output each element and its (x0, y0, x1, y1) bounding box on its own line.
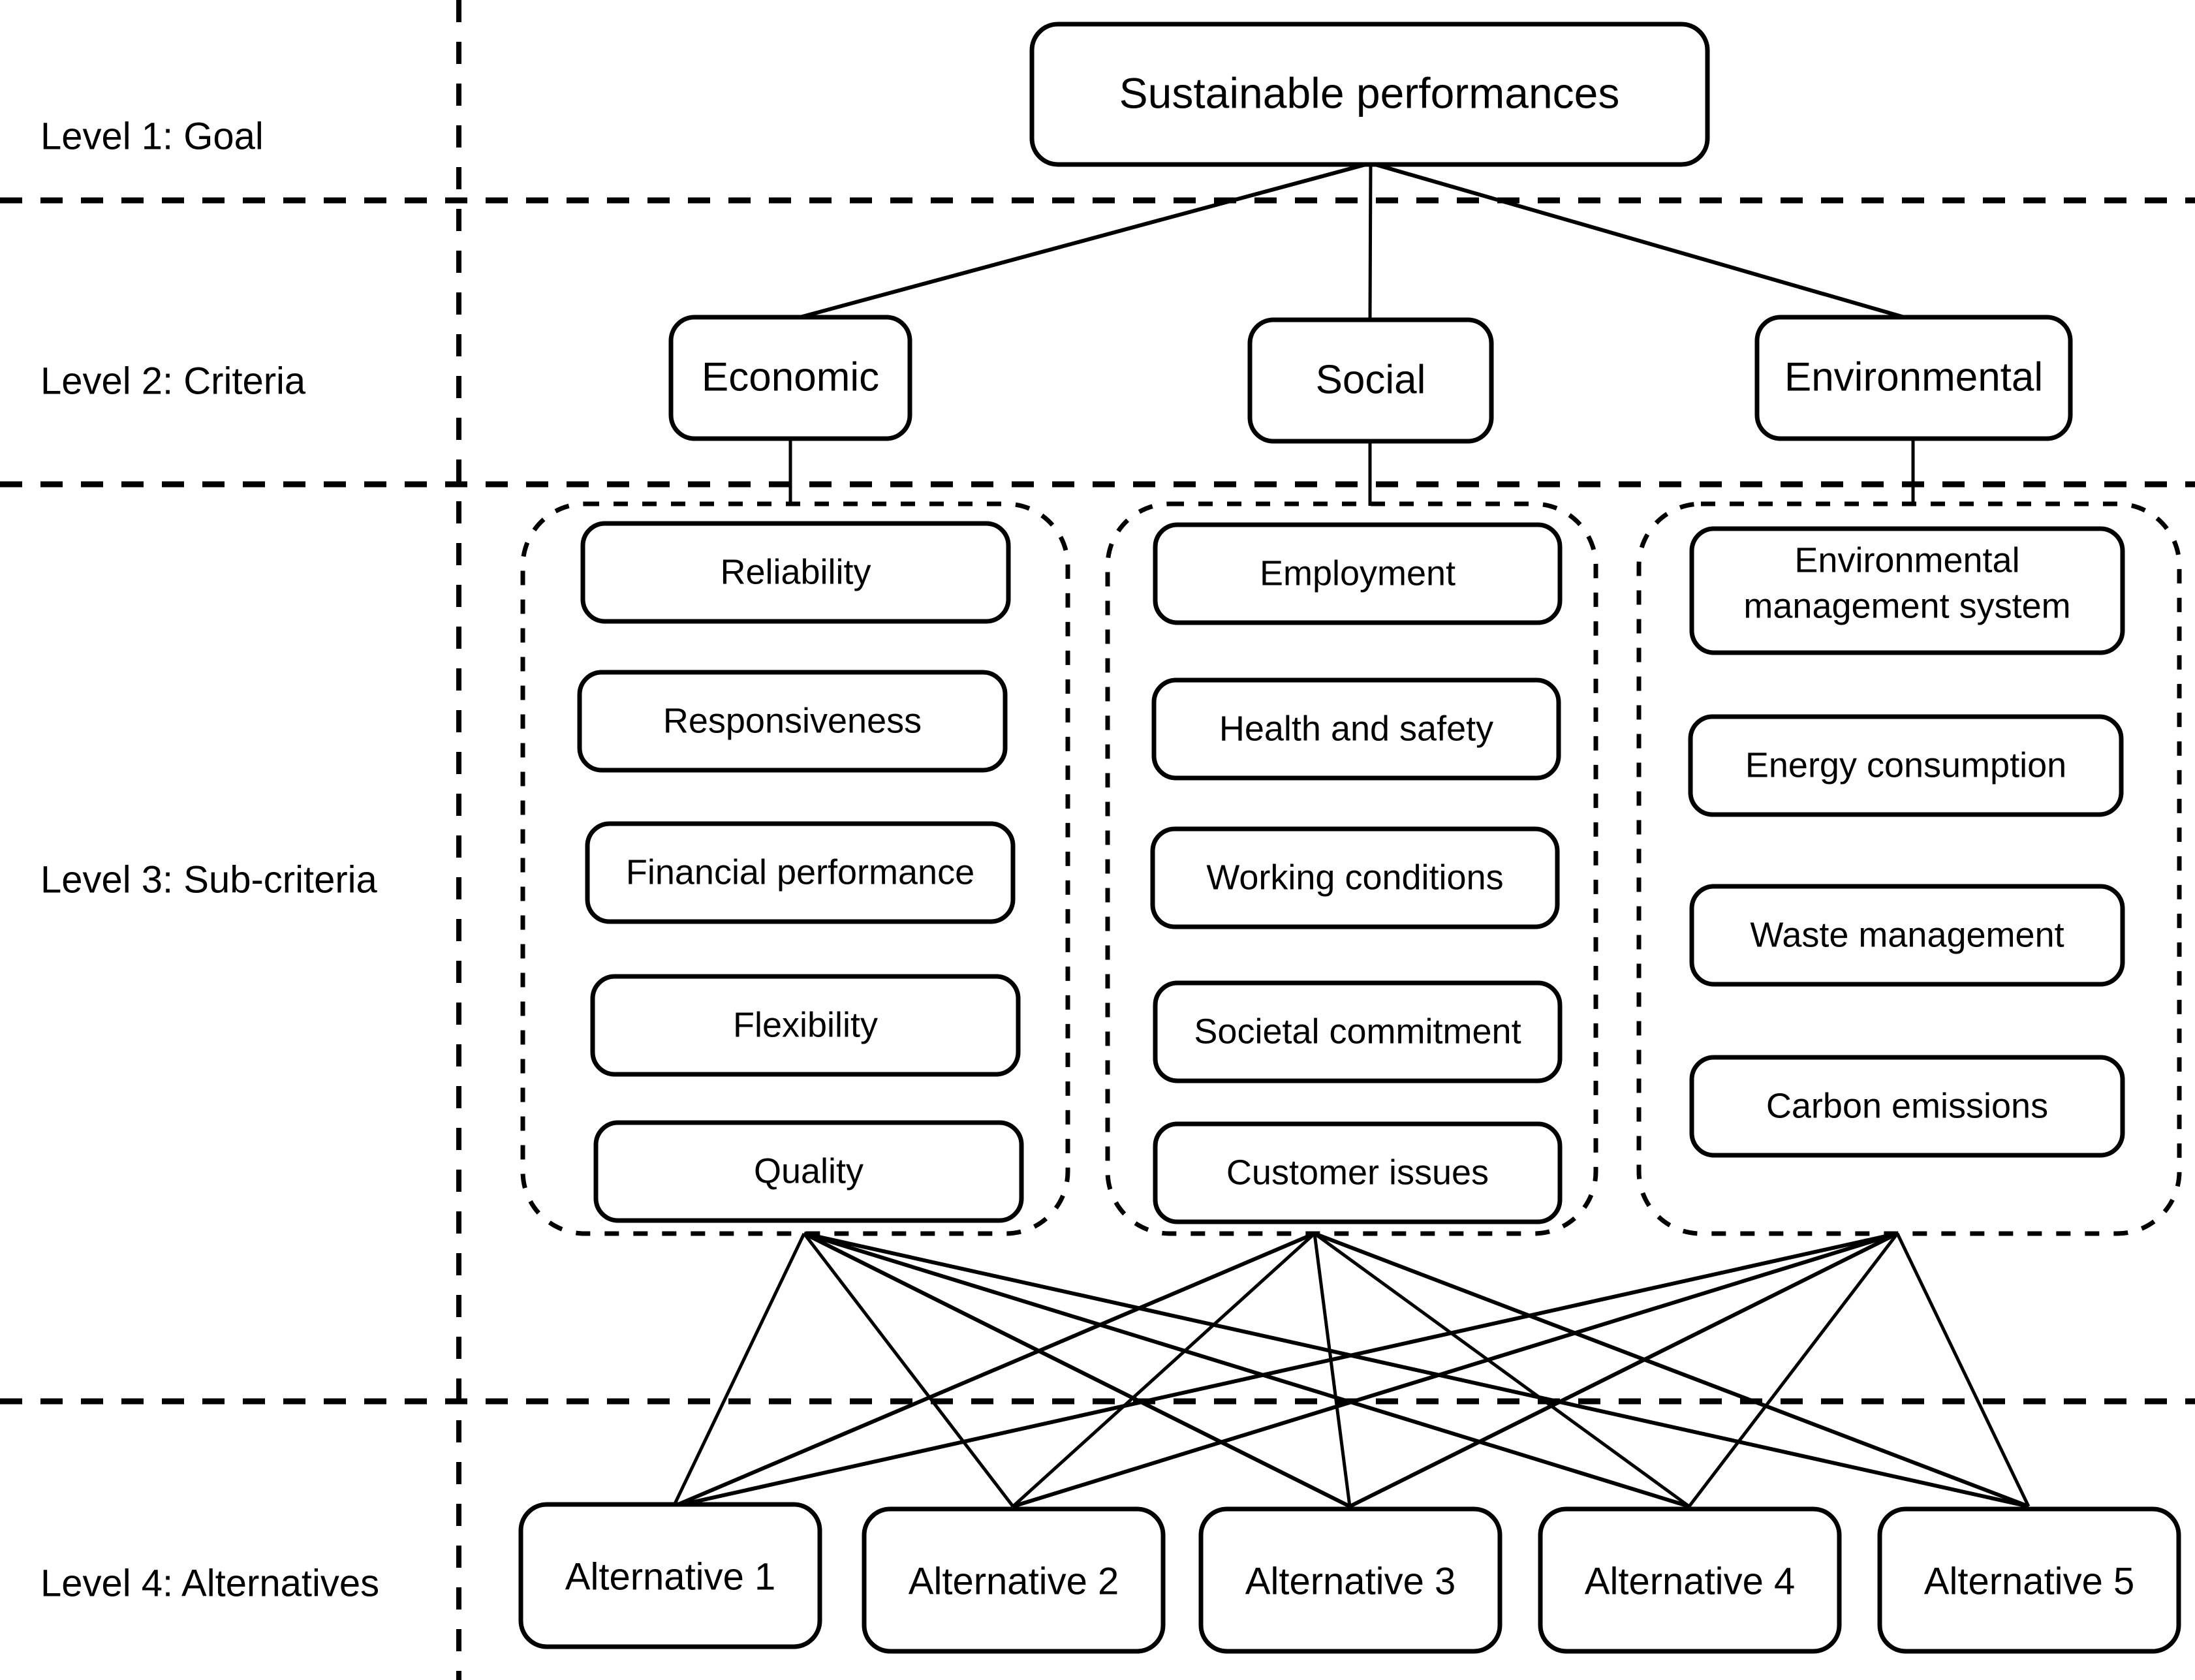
subcriterion-box-waste-management (1689, 884, 2125, 987)
subcriterion-box-responsiveness (577, 670, 1008, 773)
subcriterion-label-financial-performance: Financial performance (626, 852, 974, 892)
level-4-label: Level 4: Alternatives (40, 1562, 379, 1604)
subcriterion-box-societal-commitment (1153, 980, 1563, 1083)
goal-box (1029, 22, 1710, 167)
link-economic-alt5 (803, 1232, 2029, 1508)
criterion-node-environmental[interactable]: Environmental (1754, 315, 2073, 441)
subcriterion-box-customer-issues (1153, 1121, 1563, 1224)
subcriterion-box-reliability (580, 521, 1011, 624)
subcriterion-label-societal-commitment: Societal commitment (1194, 1012, 1521, 1051)
subcriterion-label-working-conditions: Working conditions (1206, 858, 1503, 897)
link-social-alt4 (1313, 1232, 1690, 1508)
link-social-alt2 (1012, 1232, 1316, 1508)
link-social-alt5 (1313, 1232, 2030, 1508)
alternative-label-4: Alternative 4 (1585, 1560, 1795, 1602)
alternative-box-3 (1198, 1506, 1502, 1654)
subcriterion-label-flexibility: Flexibility (733, 1005, 878, 1044)
subcriteria-group-environmental (1636, 501, 2182, 1236)
alternative-label-1: Alternative 1 (565, 1555, 775, 1598)
alternative-box-5 (1877, 1506, 2181, 1654)
subcriterion-node-working-conditions[interactable]: Working conditions (1150, 826, 1560, 929)
alternative-node-2[interactable]: Alternative 2 (862, 1506, 1166, 1654)
link-goal-environmental (1370, 161, 1914, 322)
subcriterion-node-carbon-emissions[interactable]: Carbon emissions (1689, 1055, 2125, 1158)
link-economic-alt3 (803, 1232, 1351, 1508)
subcriterion-label-employment: Employment (1260, 553, 1456, 593)
link-environmental-alt4 (1688, 1232, 1899, 1508)
subcriterion-label-carbon-emissions: Carbon emissions (1766, 1086, 2048, 1125)
alternative-node-3[interactable]: Alternative 3 (1198, 1506, 1502, 1654)
alternative-box-2 (862, 1506, 1166, 1654)
criterion-label-economic: Economic (702, 354, 879, 399)
link-environmental-alt1 (673, 1232, 1898, 1508)
subcriterion-node-financial-performance[interactable]: Financial performance (585, 821, 1016, 924)
subcriteria-group-economic (520, 501, 1070, 1236)
subcriterion-node-flexibility[interactable]: Flexibility (590, 974, 1021, 1077)
goal-label: Sustainable performances (1119, 69, 1620, 117)
subcriterion-box-energy-consumption (1688, 714, 2124, 817)
subcriterion-node-reliability[interactable]: Reliability (580, 521, 1011, 624)
subcriterion-label-energy-consumption: Energy consumption (1745, 745, 2066, 785)
criterion-box-social (1247, 317, 1494, 444)
subcriterion-box-flexibility (590, 974, 1021, 1077)
alternative-label-5: Alternative 5 (1924, 1560, 2134, 1602)
link-environmental-alt5 (1895, 1232, 2031, 1508)
link-social-alt1 (672, 1232, 1316, 1508)
subcriterion-node-societal-commitment[interactable]: Societal commitment (1153, 980, 1563, 1083)
subcriterion-node-health-and-safety[interactable]: Health and safety (1151, 677, 1561, 781)
subcriterion-label-reliability: Reliability (720, 552, 871, 591)
subcriterion-box-employment (1153, 522, 1563, 625)
level-1-label: Level 1: Goal (40, 115, 264, 157)
subcriterion-label-health-and-safety: Health and safety (1219, 709, 1493, 748)
subcriterion-label-environmental-management-system-line2: management system (1743, 586, 2070, 625)
subcriteria-group-social (1105, 501, 1598, 1236)
link-environmental-alt2 (1012, 1232, 1898, 1508)
subcriterion-box-working-conditions (1150, 826, 1560, 929)
subcriterion-node-environmental-management-system[interactable]: Environmental management system (1689, 526, 2125, 655)
subcriterion-node-customer-issues[interactable]: Customer issues (1153, 1121, 1563, 1224)
alternative-label-3: Alternative 3 (1245, 1560, 1456, 1602)
link-economic-alt4 (803, 1232, 1690, 1508)
level-2-label: Level 2: Criteria (40, 360, 306, 402)
subcriterion-box-carbon-emissions (1689, 1055, 2125, 1158)
criterion-box-environmental (1754, 315, 2073, 441)
subcriterion-label-customer-issues: Customer issues (1226, 1153, 1489, 1192)
criterion-node-economic[interactable]: Economic (668, 315, 912, 441)
link-social-alt3 (1313, 1233, 1352, 1507)
link-environmental-alt3 (1348, 1232, 1899, 1508)
link-goal-social (1368, 163, 1373, 320)
subcriterion-box-health-and-safety (1151, 677, 1561, 781)
link-goal-economic (790, 161, 1371, 322)
alternative-node-1[interactable]: Alternative 1 (518, 1502, 822, 1649)
subcriterion-label-responsiveness: Responsiveness (663, 701, 922, 740)
subcriterion-node-responsiveness[interactable]: Responsiveness (577, 670, 1008, 773)
subcriterion-box-financial-performance (585, 821, 1016, 924)
subcriterion-label-waste-management: Waste management (1750, 915, 2064, 954)
criterion-node-social[interactable]: Social (1247, 317, 1494, 444)
subcriterion-node-waste-management[interactable]: Waste management (1689, 884, 2125, 987)
subcriterion-label-environmental-management-system-line1: Environmental (1794, 540, 2019, 580)
goal-node[interactable]: Sustainable performances (1029, 22, 1710, 167)
subcriterion-node-quality[interactable]: Quality (593, 1120, 1024, 1223)
level-3-label: Level 3: Sub-criteria (40, 858, 378, 901)
alternative-node-4[interactable]: Alternative 4 (1538, 1506, 1842, 1654)
criterion-box-economic (668, 315, 912, 441)
alternative-label-2: Alternative 2 (909, 1560, 1119, 1602)
subcriterion-node-energy-consumption[interactable]: Energy consumption (1688, 714, 2124, 817)
subcriterion-box-quality (593, 1120, 1024, 1223)
criterion-label-social: Social (1316, 357, 1426, 402)
subcriterion-node-employment[interactable]: Employment (1153, 522, 1563, 625)
alternative-box-1 (518, 1502, 822, 1649)
link-economic-alt1 (672, 1232, 806, 1508)
alternative-box-4 (1538, 1506, 1842, 1654)
criterion-label-environmental: Environmental (1784, 354, 2043, 399)
alternative-node-5[interactable]: Alternative 5 (1877, 1506, 2181, 1654)
subcriterion-box-environmental-management-system (1689, 526, 2125, 655)
subcriterion-label-quality: Quality (754, 1151, 864, 1190)
link-economic-alt2 (803, 1232, 1014, 1508)
